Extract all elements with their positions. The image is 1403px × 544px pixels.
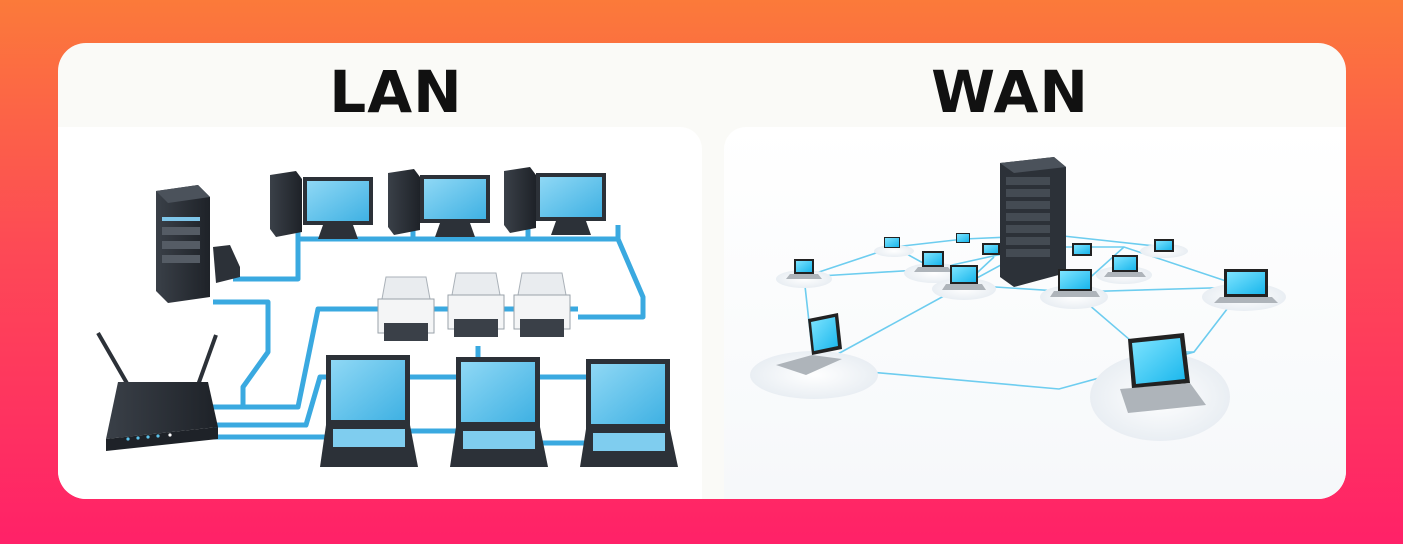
laptop-icon xyxy=(1072,243,1092,256)
server-tower-icon xyxy=(156,185,240,303)
laptop-icon xyxy=(320,355,418,467)
desktop-computer-icon xyxy=(504,167,606,235)
desktop-computer-icon xyxy=(388,169,490,237)
laptop-icon xyxy=(580,359,678,467)
laptop-icon xyxy=(1214,269,1278,303)
laptop-icon xyxy=(914,251,952,272)
laptop-icon xyxy=(776,313,842,375)
wan-illustration xyxy=(724,127,1346,499)
laptop-icon xyxy=(942,265,986,290)
printer-icon xyxy=(447,272,505,337)
wifi-router-icon xyxy=(96,332,218,451)
laptop-icon xyxy=(956,233,970,243)
printer-icon xyxy=(377,276,435,341)
wan-network-diagram xyxy=(750,157,1286,441)
lan-network-diagram xyxy=(96,167,678,467)
laptop-icon xyxy=(786,259,822,279)
rack-server-icon xyxy=(1000,157,1066,287)
printer-icon xyxy=(513,272,571,337)
lan-title: LAN xyxy=(329,58,463,126)
laptop-icon xyxy=(1104,255,1146,277)
wan-title: WAN xyxy=(931,58,1089,126)
laptop-icon xyxy=(1154,239,1174,252)
laptop-icon xyxy=(1050,269,1100,297)
lan-illustration xyxy=(58,127,702,499)
comparison-card: LAN WAN xyxy=(58,43,1346,499)
laptop-icon xyxy=(884,237,900,248)
laptop-icon xyxy=(450,357,548,467)
desktop-computer-icon xyxy=(270,171,373,239)
laptop-icon xyxy=(1120,333,1206,413)
laptop-icon xyxy=(982,243,1000,255)
